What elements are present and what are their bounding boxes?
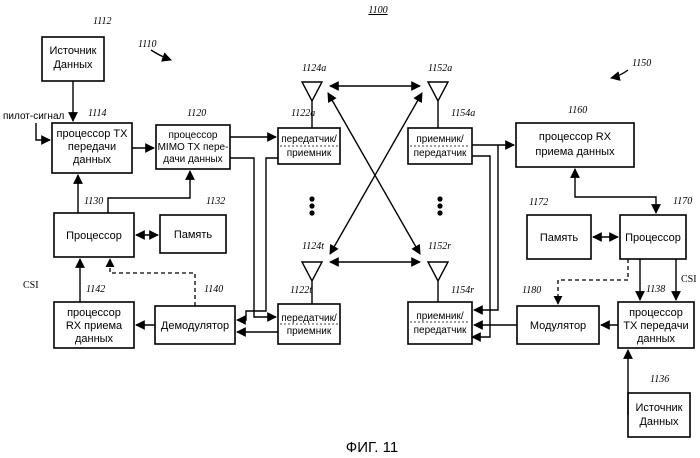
block-mimo-tx: процессорMIMO TX пере-дачи данных 1120 xyxy=(156,108,230,169)
wire-mimo-to-xcvr-t xyxy=(230,158,276,317)
wire-demod-to-proc-dashed xyxy=(110,259,195,306)
pilot-label: пилот-сигнал xyxy=(3,111,65,122)
ref-1122t: 1122t xyxy=(290,285,312,296)
ref-1172: 1172 xyxy=(529,197,548,208)
ellipsis-dots-left xyxy=(309,196,314,215)
ref-1154r: 1154r xyxy=(451,285,474,296)
antenna-1152a: 1152a xyxy=(428,63,452,128)
ref-1112: 1112 xyxy=(93,16,112,27)
block-demod: Демодулятор 1140 xyxy=(155,284,235,344)
wire-proc-to-mod-dashed xyxy=(558,259,628,304)
svg-text:Память: Память xyxy=(174,229,213,241)
svg-text:Демодулятор: Демодулятор xyxy=(161,320,229,332)
block-mod: Модулятор 1180 xyxy=(517,285,599,344)
svg-text:Процессор: Процессор xyxy=(625,232,681,244)
figure-caption: ФИГ. 11 xyxy=(346,439,398,456)
block-src-left: ИсточникДанных 1112 xyxy=(42,16,112,81)
svg-text:Процессор: Процессор xyxy=(66,230,122,242)
ref-1154a: 1154a xyxy=(451,108,475,119)
svg-text:1124t: 1124t xyxy=(302,241,324,252)
link-t-a xyxy=(330,93,422,254)
block-tx-proc-right: процессорTX передачиданных 1138 xyxy=(618,284,694,348)
svg-text:1152a: 1152a xyxy=(428,63,452,74)
right-group-ref-leader xyxy=(611,70,628,78)
wire-pilot xyxy=(36,123,50,140)
csi-label-right: CSI xyxy=(681,274,697,285)
block-xcvr-a: передатчик/приемник 1122a xyxy=(278,108,340,164)
wire-proc-to-mimo xyxy=(108,171,190,213)
svg-text:Модулятор: Модулятор xyxy=(530,320,586,332)
ref-1160: 1160 xyxy=(568,105,587,116)
block-mem-right: Память 1172 xyxy=(527,197,591,259)
right-group-ref: 1150 xyxy=(632,58,651,69)
ref-1114: 1114 xyxy=(88,108,107,119)
ref-1142: 1142 xyxy=(86,284,105,295)
ref-1138: 1138 xyxy=(646,284,665,295)
ref-1120: 1120 xyxy=(187,108,206,119)
block-xcvr-t: передатчик/приемник 1122t xyxy=(278,285,340,344)
ref-1132: 1132 xyxy=(206,196,225,207)
figure-ref: 1100 xyxy=(368,5,387,16)
block-proc-left: Процессор 1130 xyxy=(54,196,134,257)
left-group-ref-leader xyxy=(151,50,171,60)
ref-1140: 1140 xyxy=(204,284,223,295)
block-src-right: ИсточникДанных 1136 xyxy=(628,374,690,437)
ref-1180: 1180 xyxy=(522,285,541,296)
svg-text:1152r: 1152r xyxy=(428,241,451,252)
block-rx-proc-left: процессорRX приемаданных 1142 xyxy=(54,284,134,348)
ref-1136: 1136 xyxy=(650,374,669,385)
block-rcvr-a: приемник/передатчик 1154a xyxy=(408,108,475,164)
wire-rxproc-proc-right xyxy=(575,169,656,213)
link-a-r xyxy=(328,93,420,254)
wire-rcvr-r-path xyxy=(474,145,498,310)
block-rx-proc-right: процессор RXприема данных 1160 xyxy=(516,105,634,167)
ellipsis-dots-right xyxy=(437,196,442,215)
block-rcvr-r: приемник/передатчик 1154r xyxy=(408,285,474,344)
antenna-1152r: 1152r xyxy=(428,241,451,302)
ref-1130: 1130 xyxy=(84,196,103,207)
svg-text:Память: Память xyxy=(540,232,579,244)
svg-text:1124a: 1124a xyxy=(302,63,326,74)
left-group-ref: 1110 xyxy=(138,39,157,50)
ref-1170: 1170 xyxy=(673,196,692,207)
wire-xcvr-a-to-demod xyxy=(237,158,278,320)
csi-label-left: CSI xyxy=(23,280,39,291)
block-mem-left: Память 1132 xyxy=(160,196,226,253)
